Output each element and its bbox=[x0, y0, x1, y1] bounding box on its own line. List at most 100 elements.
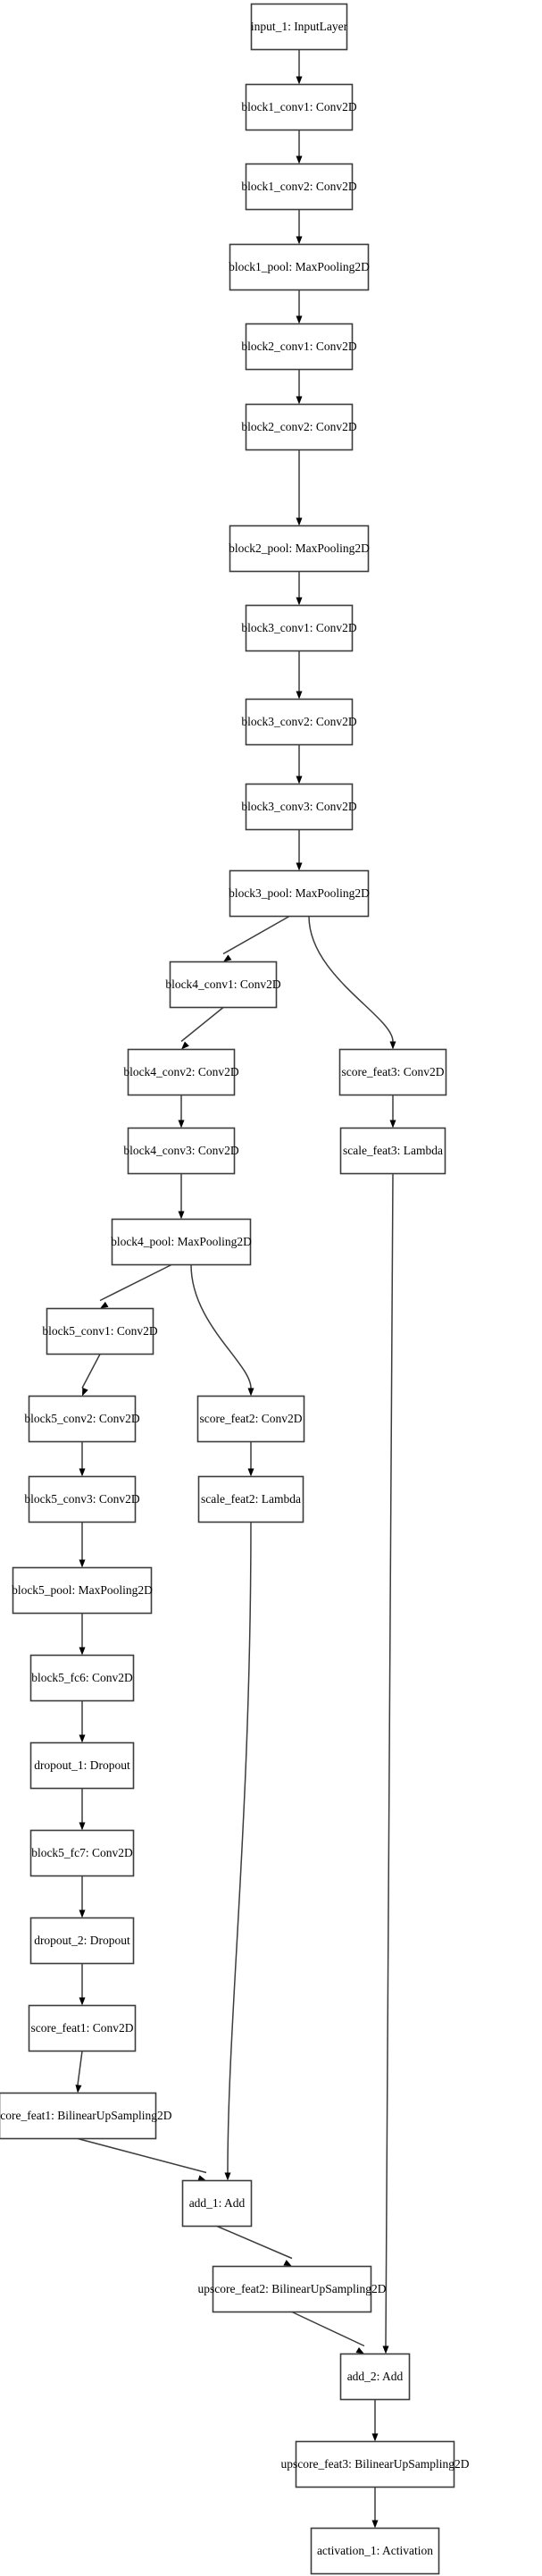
node-box[interactable] bbox=[245, 403, 354, 451]
node-block4_conv2[interactable]: block4_conv2: Conv2D bbox=[123, 1048, 239, 1096]
node-box[interactable] bbox=[28, 1475, 137, 1523]
node-box[interactable] bbox=[245, 783, 354, 831]
node-block3_conv1[interactable]: block3_conv1: Conv2D bbox=[241, 604, 357, 652]
edge-block4_conv1-to-block4_conv2 bbox=[180, 1006, 224, 1050]
node-block5_conv1[interactable]: block5_conv1: Conv2D bbox=[42, 1307, 158, 1355]
node-block3_conv2[interactable]: block3_conv2: Conv2D bbox=[241, 698, 357, 746]
edge-dropout_1-to-block5_fc7 bbox=[79, 1788, 86, 1831]
node-box[interactable] bbox=[127, 1048, 236, 1096]
edge-block2_conv1-to-block2_conv2 bbox=[296, 369, 303, 405]
node-box[interactable] bbox=[295, 2440, 455, 2488]
node-block5_pool[interactable]: block5_pool: MaxPooling2D bbox=[12, 1566, 153, 1615]
node-label: add_1: Add bbox=[189, 2196, 246, 2210]
node-box[interactable] bbox=[339, 2353, 411, 2401]
node-box[interactable] bbox=[229, 524, 370, 573]
node-upscore_feat2[interactable]: upscore_feat2: BilinearUpSampling2D bbox=[197, 2265, 387, 2313]
node-upscore_feat1[interactable]: upscore_feat1: BilinearUpSampling2D bbox=[0, 2092, 172, 2140]
node-box[interactable] bbox=[12, 1566, 153, 1615]
node-box[interactable] bbox=[245, 698, 354, 746]
node-box[interactable] bbox=[245, 604, 354, 652]
node-block4_pool[interactable]: block4_pool: MaxPooling2D bbox=[111, 1218, 252, 1266]
node-add_2[interactable]: add_2: Add bbox=[339, 2353, 411, 2401]
node-label: block4_conv2: Conv2D bbox=[123, 1065, 239, 1078]
edge-block3_pool-to-block4_conv1 bbox=[222, 915, 290, 962]
edge-block5_fc6-to-dropout_1 bbox=[79, 1700, 86, 1743]
node-label: block3_pool: MaxPooling2D bbox=[229, 886, 370, 900]
edge-line bbox=[385, 1173, 394, 2346]
node-activation_1[interactable]: activation_1: Activation bbox=[310, 2527, 440, 2575]
node-block1_conv2[interactable]: block1_conv2: Conv2D bbox=[241, 163, 357, 211]
node-box[interactable] bbox=[229, 869, 370, 918]
node-dropout_1[interactable]: dropout_1: Dropout bbox=[29, 1741, 135, 1790]
node-block2_conv2[interactable]: block2_conv2: Conv2D bbox=[241, 403, 357, 451]
node-box[interactable] bbox=[29, 1741, 135, 1790]
node-block5_conv3[interactable]: block5_conv3: Conv2D bbox=[24, 1475, 140, 1523]
node-box[interactable] bbox=[245, 83, 354, 131]
node-upscore_feat3[interactable]: upscore_feat3: BilinearUpSampling2D bbox=[280, 2440, 470, 2488]
edge-block3_conv3-to-block3_pool bbox=[296, 829, 303, 871]
node-box[interactable] bbox=[196, 1395, 305, 1443]
node-box[interactable] bbox=[29, 1917, 135, 1965]
node-box[interactable] bbox=[46, 1307, 154, 1355]
node-block4_conv3[interactable]: block4_conv3: Conv2D bbox=[123, 1127, 239, 1175]
node-box[interactable] bbox=[212, 2265, 372, 2313]
edge-arrowhead bbox=[296, 396, 303, 405]
node-block1_pool[interactable]: block1_pool: MaxPooling2D bbox=[229, 243, 370, 291]
node-scale_feat3[interactable]: scale_feat3: Lambda bbox=[339, 1127, 446, 1175]
node-box[interactable] bbox=[310, 2527, 440, 2575]
node-label: score_feat1: Conv2D bbox=[30, 2021, 133, 2035]
node-block1_conv1[interactable]: block1_conv1: Conv2D bbox=[241, 83, 357, 131]
node-box[interactable] bbox=[28, 1395, 137, 1443]
node-box[interactable] bbox=[197, 1475, 304, 1523]
node-box[interactable] bbox=[250, 3, 348, 51]
node-score_feat3[interactable]: score_feat3: Conv2D bbox=[338, 1048, 447, 1096]
edge-arrowhead bbox=[382, 2345, 389, 2354]
node-dropout_2[interactable]: dropout_2: Dropout bbox=[29, 1917, 135, 1965]
node-block3_conv3[interactable]: block3_conv3: Conv2D bbox=[241, 783, 357, 831]
node-block3_pool[interactable]: block3_pool: MaxPooling2D bbox=[229, 869, 370, 918]
node-label: block4_pool: MaxPooling2D bbox=[111, 1235, 252, 1248]
node-box[interactable] bbox=[29, 1829, 135, 1877]
node-box[interactable] bbox=[28, 2004, 137, 2052]
node-label: block1_conv1: Conv2D bbox=[241, 100, 357, 113]
node-box[interactable] bbox=[229, 243, 370, 291]
node-label: upscore_feat1: BilinearUpSampling2D bbox=[0, 2109, 172, 2122]
edge-arrowhead bbox=[79, 1997, 86, 2006]
node-box[interactable] bbox=[127, 1127, 236, 1175]
edge-arrowhead bbox=[223, 954, 232, 962]
node-box[interactable] bbox=[0, 2092, 157, 2140]
node-block5_conv2[interactable]: block5_conv2: Conv2D bbox=[24, 1395, 140, 1443]
edge-arrowhead bbox=[79, 1734, 86, 1743]
edge-add_1-to-upscore_feat2 bbox=[216, 2225, 293, 2267]
edge-arrowhead bbox=[389, 1120, 396, 1129]
node-box[interactable] bbox=[338, 1048, 447, 1096]
node-box[interactable] bbox=[111, 1218, 252, 1266]
edge-block5_fc7-to-dropout_2 bbox=[79, 1875, 86, 1918]
node-block2_conv1[interactable]: block2_conv1: Conv2D bbox=[241, 323, 357, 371]
edge-arrowhead bbox=[296, 236, 303, 245]
node-score_feat1[interactable]: score_feat1: Conv2D bbox=[28, 2004, 137, 2052]
node-label: block2_pool: MaxPooling2D bbox=[229, 541, 370, 555]
node-box[interactable] bbox=[245, 163, 354, 211]
edge-arrowhead bbox=[79, 1822, 86, 1831]
edge-arrowhead bbox=[296, 155, 303, 164]
node-label: block4_conv3: Conv2D bbox=[123, 1144, 239, 1157]
node-block4_conv1[interactable]: block4_conv1: Conv2D bbox=[165, 961, 281, 1009]
edge-block1_conv1-to-block1_conv2 bbox=[296, 130, 303, 164]
edge-score_feat1-to-upscore_feat1 bbox=[75, 2051, 83, 2094]
node-box[interactable] bbox=[169, 961, 278, 1009]
node-block2_pool[interactable]: block2_pool: MaxPooling2D bbox=[229, 524, 370, 573]
node-box[interactable] bbox=[339, 1127, 446, 1175]
node-score_feat2[interactable]: score_feat2: Conv2D bbox=[196, 1395, 305, 1443]
node-box[interactable] bbox=[29, 1654, 135, 1702]
node-block5_fc6[interactable]: block5_fc6: Conv2D bbox=[29, 1654, 135, 1702]
node-box[interactable] bbox=[181, 2179, 253, 2228]
edge-block5_conv2-to-block5_conv3 bbox=[79, 1441, 86, 1477]
node-add_1[interactable]: add_1: Add bbox=[181, 2179, 253, 2228]
node-box[interactable] bbox=[245, 323, 354, 371]
edge-line bbox=[81, 1354, 101, 1389]
node-scale_feat2[interactable]: scale_feat2: Lambda bbox=[197, 1475, 304, 1523]
node-block5_fc7[interactable]: block5_fc7: Conv2D bbox=[29, 1829, 135, 1877]
node-input_1[interactable]: input_1: InputLayer bbox=[250, 3, 348, 51]
